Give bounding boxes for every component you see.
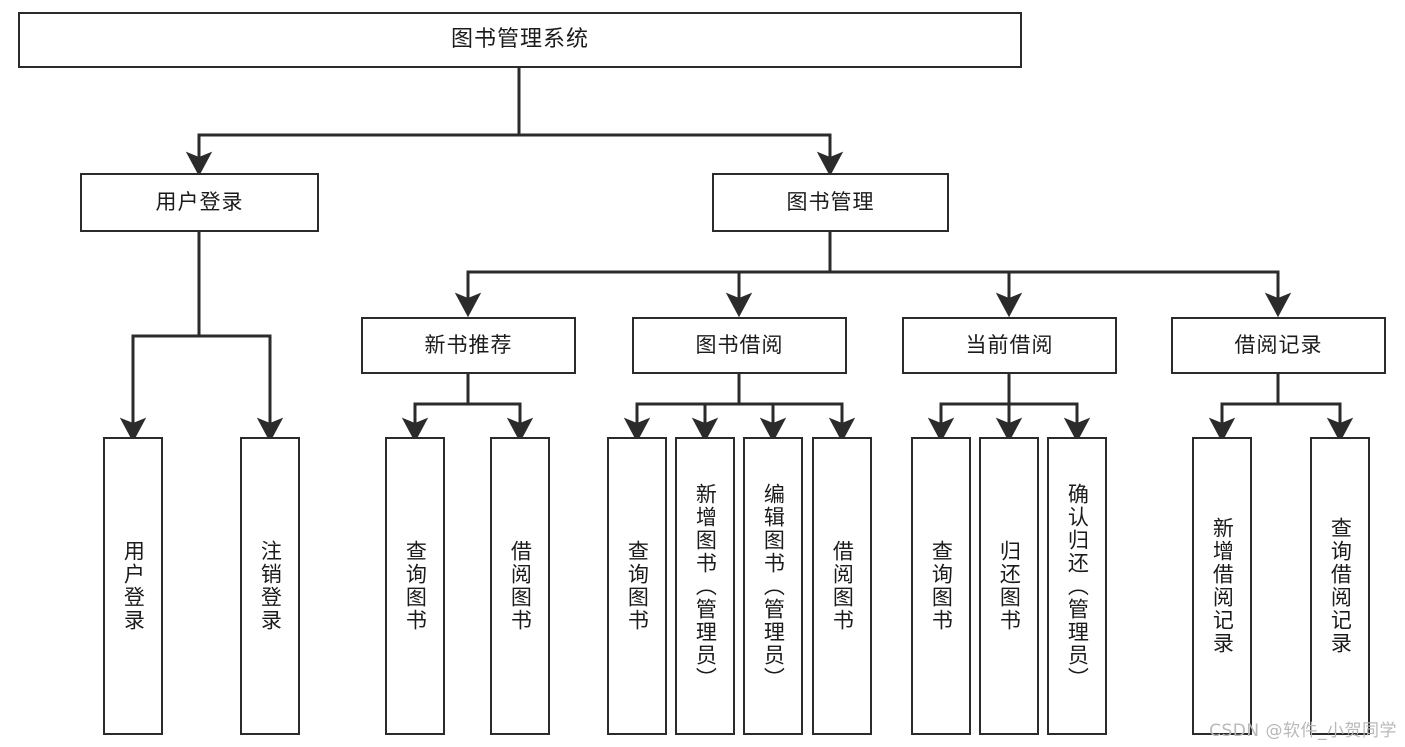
node-label: 图书借阅 (695, 332, 784, 357)
leaf-current-borrow-return[interactable]: 归还图书 (979, 437, 1039, 735)
node-label: 新增图书（管理员） (693, 482, 718, 690)
leaf-borrow-record-add[interactable]: 新增借阅记录 (1192, 437, 1252, 735)
node-new-book-recommend[interactable]: 新书推荐 (361, 317, 576, 374)
leaf-book-borrow-add[interactable]: 新增图书（管理员） (675, 437, 735, 735)
csdn-watermark: CSDN @软件_小贺同学 (1209, 721, 1397, 741)
node-label: 用户登录 (121, 540, 146, 632)
leaf-new-book-query[interactable]: 查询图书 (385, 437, 445, 735)
node-label: 当前借阅 (965, 332, 1054, 357)
node-current-borrow[interactable]: 当前借阅 (902, 317, 1117, 374)
node-label: 图书管理系统 (450, 26, 589, 52)
node-label: 查询图书 (403, 540, 428, 632)
node-label: 新增借阅记录 (1210, 517, 1235, 655)
node-label: 注销登录 (258, 540, 283, 632)
node-label: 确认归还（管理员） (1065, 482, 1090, 690)
node-label: 查询借阅记录 (1328, 517, 1353, 655)
node-label: 图书管理 (786, 189, 875, 214)
node-label: 查询图书 (929, 540, 954, 632)
node-label: 新书推荐 (424, 332, 513, 357)
leaf-new-book-borrow[interactable]: 借阅图书 (490, 437, 550, 735)
node-label: 借阅图书 (508, 540, 533, 632)
leaf-user-login-logout[interactable]: 注销登录 (240, 437, 300, 735)
node-label: 借阅记录 (1234, 332, 1323, 357)
node-user-login[interactable]: 用户登录 (80, 173, 319, 232)
leaf-book-borrow-edit[interactable]: 编辑图书（管理员） (743, 437, 803, 735)
node-label: 用户登录 (155, 189, 244, 214)
node-label: 归还图书 (997, 540, 1022, 632)
leaf-borrow-record-query[interactable]: 查询借阅记录 (1310, 437, 1370, 735)
node-label: 编辑图书（管理员） (761, 482, 786, 690)
node-borrow-record[interactable]: 借阅记录 (1171, 317, 1386, 374)
node-label: 借阅图书 (830, 540, 855, 632)
node-book-management[interactable]: 图书管理 (712, 173, 949, 232)
leaf-current-borrow-query[interactable]: 查询图书 (911, 437, 971, 735)
leaf-book-borrow-query[interactable]: 查询图书 (607, 437, 667, 735)
node-book-borrow[interactable]: 图书借阅 (632, 317, 847, 374)
leaf-user-login-login[interactable]: 用户登录 (103, 437, 163, 735)
node-root-library-system[interactable]: 图书管理系统 (18, 12, 1022, 68)
leaf-book-borrow-borrow[interactable]: 借阅图书 (812, 437, 872, 735)
leaf-current-borrow-confirm-return[interactable]: 确认归还（管理员） (1047, 437, 1107, 735)
node-label: 查询图书 (625, 540, 650, 632)
